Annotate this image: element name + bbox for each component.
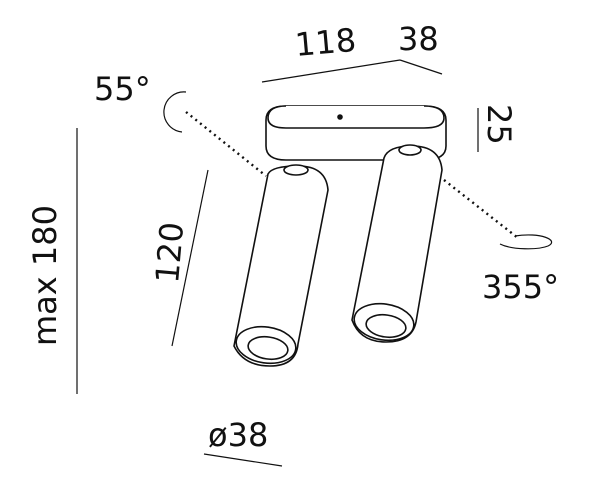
right-tube-joint bbox=[398, 144, 422, 156]
rotation-arc bbox=[499, 234, 553, 250]
rotation-arc-indicator bbox=[499, 234, 553, 250]
right-tube bbox=[351, 144, 443, 343]
dim-line-38 bbox=[399, 59, 443, 75]
label-max-180: max 180 bbox=[26, 205, 64, 346]
rotation-axis-dotted bbox=[443, 179, 519, 239]
right-tube-lens bbox=[365, 313, 407, 339]
tilt-axis-dotted bbox=[185, 111, 267, 177]
label-55-degrees: 55° bbox=[94, 70, 151, 108]
label-25: 25 bbox=[480, 104, 518, 145]
left-tube bbox=[233, 164, 329, 367]
dim-line-diameter bbox=[203, 453, 283, 467]
tilt-arc bbox=[163, 91, 187, 133]
base-screw bbox=[337, 114, 343, 120]
base-top-face bbox=[267, 105, 445, 129]
label-38: 38 bbox=[398, 20, 439, 58]
label-118: 118 bbox=[293, 21, 357, 64]
left-tube-lens bbox=[247, 335, 289, 361]
label-120: 120 bbox=[148, 221, 191, 285]
dim-line-118 bbox=[261, 59, 401, 83]
left-tube-joint bbox=[283, 164, 309, 176]
label-diameter-38: ø38 bbox=[208, 416, 268, 454]
label-355-degrees: 355° bbox=[482, 268, 559, 306]
tilt-arc-indicator bbox=[163, 91, 187, 133]
dim-line-120 bbox=[171, 169, 209, 347]
